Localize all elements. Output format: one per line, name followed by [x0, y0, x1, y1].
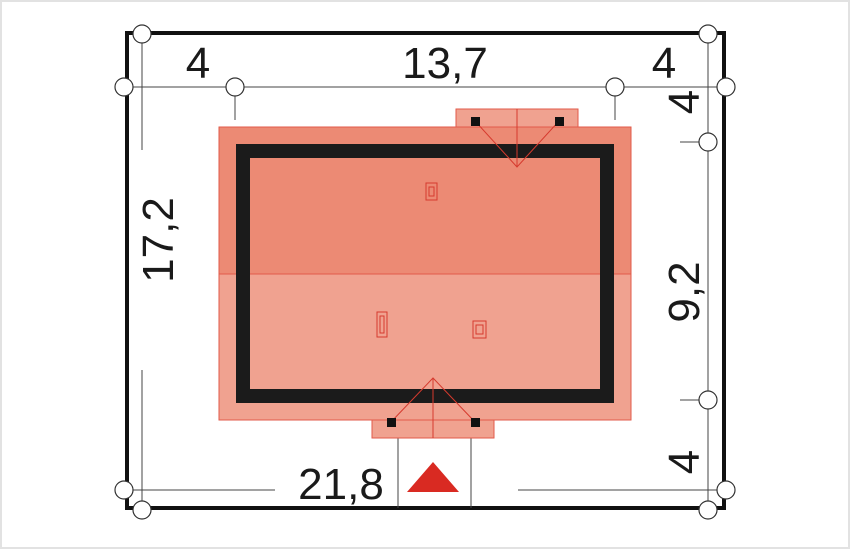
porch-post	[471, 418, 480, 427]
dimension-node-icon	[114, 480, 134, 500]
roof	[218, 108, 632, 439]
dim-right-top-setback: 4	[660, 90, 709, 114]
dimension-nodes	[114, 24, 736, 520]
dimension-node-icon	[716, 480, 736, 500]
chimneys	[376, 182, 487, 339]
dimension-node-icon	[698, 132, 718, 152]
entrance-arrow-icon	[407, 462, 459, 492]
dim-top-right-setback: 4	[652, 39, 676, 88]
dimension-node-icon	[698, 390, 718, 410]
dimension-labels: 4 13,7 4 4 17,2 9,2 4 21,8	[134, 39, 709, 509]
porch-post	[471, 117, 480, 126]
dimension-node-icon	[132, 500, 152, 520]
chimney-icon	[472, 320, 487, 339]
dimension-node-icon	[716, 77, 736, 97]
dim-top-left-setback: 4	[186, 39, 210, 88]
dim-left-depth: 17,2	[134, 197, 183, 283]
plot-boundary	[125, 31, 726, 510]
dimension-node-icon	[225, 77, 245, 97]
dimension-node-icon	[698, 500, 718, 520]
chimney-icon	[376, 311, 388, 338]
dimension-node-icon	[114, 77, 134, 97]
chimney-icon	[425, 182, 438, 201]
dim-right-bottom-setback: 4	[660, 450, 709, 474]
roof-hip-lines	[390, 109, 560, 438]
dim-right-depth: 9,2	[660, 261, 709, 322]
porch-post	[387, 418, 396, 427]
dim-top-width: 13,7	[402, 39, 488, 88]
porch-post	[555, 117, 564, 126]
dimension-node-icon	[698, 24, 718, 44]
porch-posts	[387, 117, 564, 427]
dim-bottom-width: 21,8	[298, 460, 384, 509]
house-walls	[236, 144, 614, 403]
dimension-node-icon	[132, 24, 152, 44]
dimension-node-icon	[605, 77, 625, 97]
